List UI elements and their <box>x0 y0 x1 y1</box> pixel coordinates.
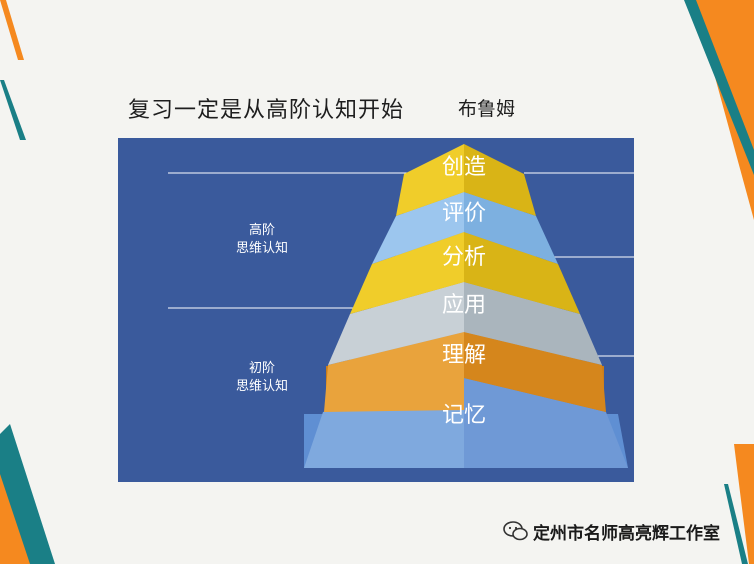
tier-face-analyze <box>350 232 464 314</box>
lower-order-label: 初阶 思维认知 <box>236 360 288 396</box>
tier-face-analyze-r <box>464 232 580 314</box>
pyramid-tiers <box>304 144 628 468</box>
tier-face-understand <box>324 332 464 412</box>
tier-label-evaluate: 评价 <box>442 201 486 226</box>
tier-face-create <box>396 144 464 216</box>
higher-order-label-line2: 思维认知 <box>236 241 289 256</box>
higher-order-label-line1: 高阶 <box>249 223 276 238</box>
footer-account-name: 定州市名师高亮辉工作室 <box>533 524 720 544</box>
tier-face-understand-r <box>464 332 606 412</box>
bottom-left-decoration <box>0 424 55 564</box>
pyramid-diagram: 创造 评价 分析 应用 理解 记忆 <box>168 144 634 468</box>
tier-face-apply <box>328 282 464 365</box>
tier-label-apply: 应用 <box>442 293 486 318</box>
tier-label-analyze: 分析 <box>442 245 486 270</box>
wechat-icon <box>503 521 528 541</box>
pyramid-panel: 创造 评价 分析 应用 理解 记忆 高阶 思维认知 初阶 思维认知 <box>118 138 634 482</box>
lower-order-label-line1: 初阶 <box>249 361 276 376</box>
tier-face-create-r <box>464 144 536 216</box>
tier-face-evaluate <box>372 192 464 264</box>
top-left-decoration <box>0 0 26 140</box>
tier-face-memory-r <box>464 378 628 468</box>
tier-label-create: 创造 <box>442 155 486 180</box>
tier-face-evaluate-r <box>464 192 558 264</box>
higher-order-label: 高阶 思维认知 <box>236 222 288 258</box>
tier-label-understand: 理解 <box>442 343 486 368</box>
top-right-decoration <box>684 0 754 220</box>
slide-title: 复习一定是从高阶认知开始 <box>128 98 405 123</box>
tier-face-apply-r <box>464 282 602 365</box>
tier-label-memory: 记忆 <box>442 403 486 428</box>
lower-order-label-line2: 思维认知 <box>236 379 289 394</box>
bottom-right-decoration <box>724 444 754 564</box>
author-name: 布鲁姆 <box>458 98 516 120</box>
